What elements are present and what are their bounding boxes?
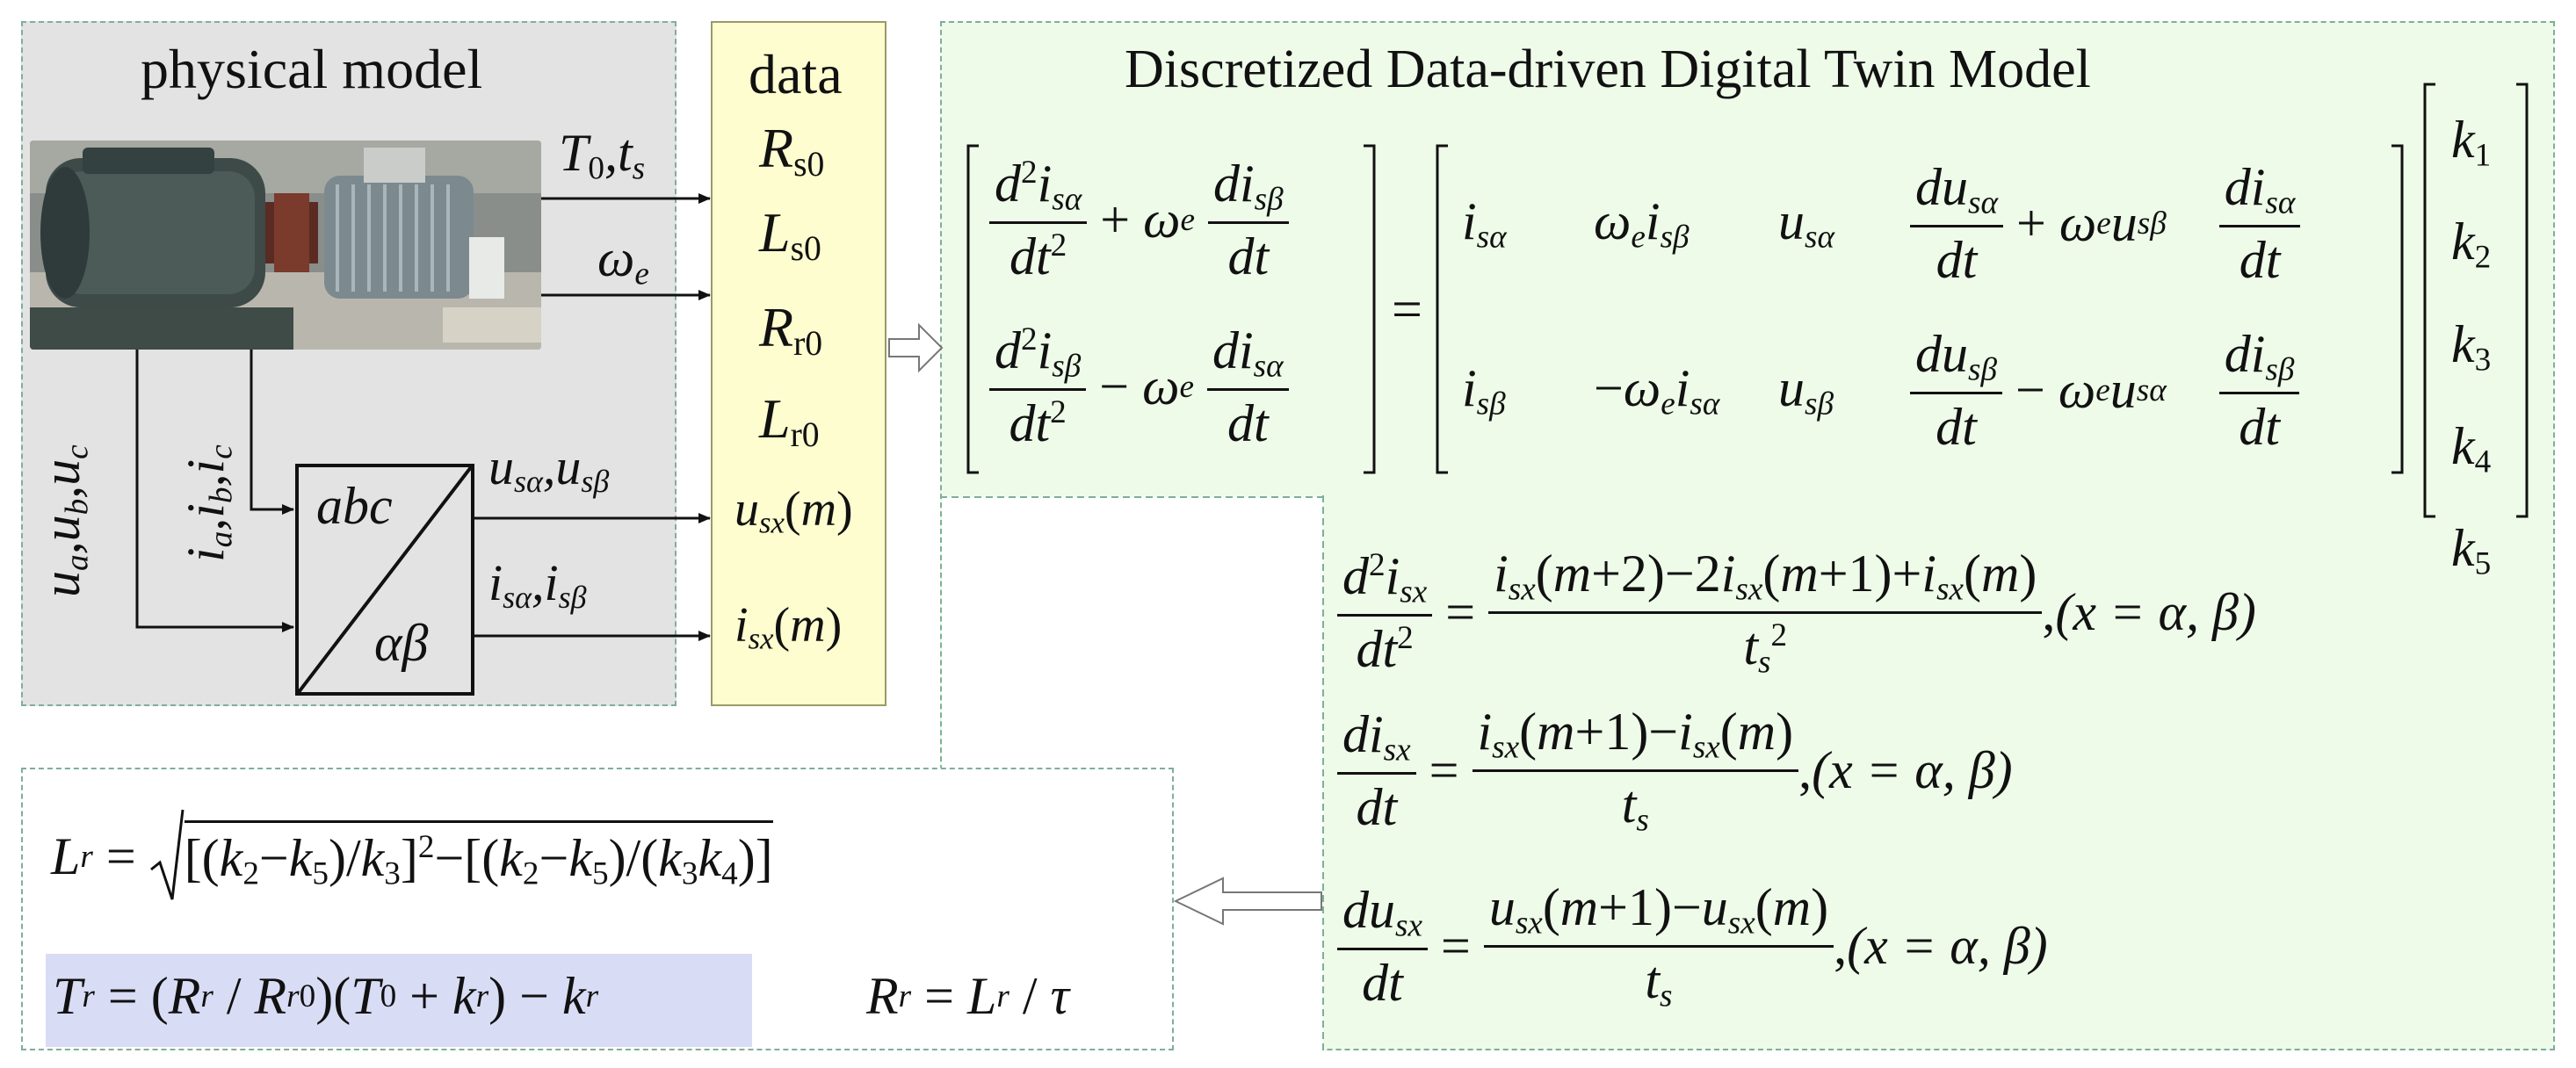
- data-item-rr0: Rr0: [759, 296, 823, 363]
- k-element-3: k3: [2451, 314, 2492, 378]
- motor-test-bench-image: [30, 141, 541, 350]
- data-item-lr0: Lr0: [759, 387, 820, 454]
- digital-twin-title: Discretized Data-driven Digital Twin Mod…: [1125, 40, 2091, 99]
- data-item-usx: usx(m): [734, 482, 853, 540]
- k-element-2: k2: [2451, 213, 2492, 276]
- k-vector: k1 k2 k3 k4 k5: [2451, 97, 2491, 607]
- data-panel: [711, 21, 886, 706]
- label-t0-ts: T0,ts: [559, 124, 646, 187]
- cutout-border-h: [940, 496, 1325, 498]
- block-label-abc: abc: [316, 477, 393, 535]
- physical-model-title: physical model: [141, 38, 483, 100]
- block-label-alphabeta: αβ: [374, 614, 429, 672]
- matrix-brackets: [1436, 144, 2404, 474]
- data-item-ls0: Ls0: [759, 201, 821, 268]
- label-i-alphabeta: isα,isβ: [488, 554, 587, 615]
- label-voltage-inputs: ua,ub,uc: [33, 444, 96, 597]
- cutout-border-v: [1322, 495, 1324, 1050]
- rotor-time-constant-highlight: [46, 954, 752, 1047]
- hollow-arrow-left: [1174, 877, 1322, 926]
- clarke-transform-block: abc αβ: [295, 464, 474, 696]
- label-omega-e: ωe: [597, 229, 649, 292]
- hollow-arrow-right: [888, 322, 944, 373]
- k-element-1: k1: [2451, 111, 2492, 174]
- lhs-brackets: [966, 144, 1376, 474]
- data-item-rs0: Rs0: [759, 117, 825, 184]
- sqrt-sign: [149, 809, 185, 900]
- data-item-isx: isx(m): [734, 598, 843, 656]
- k-element-4: k4: [2451, 416, 2492, 480]
- k-vector-brackets: [2423, 83, 2529, 518]
- k-element-5: k5: [2451, 519, 2492, 582]
- data-title: data: [749, 43, 843, 105]
- equals-sign: =: [1392, 280, 1422, 340]
- label-u-alphabeta: usα,usβ: [488, 438, 610, 499]
- label-current-inputs: ia,ib,ic: [177, 444, 240, 562]
